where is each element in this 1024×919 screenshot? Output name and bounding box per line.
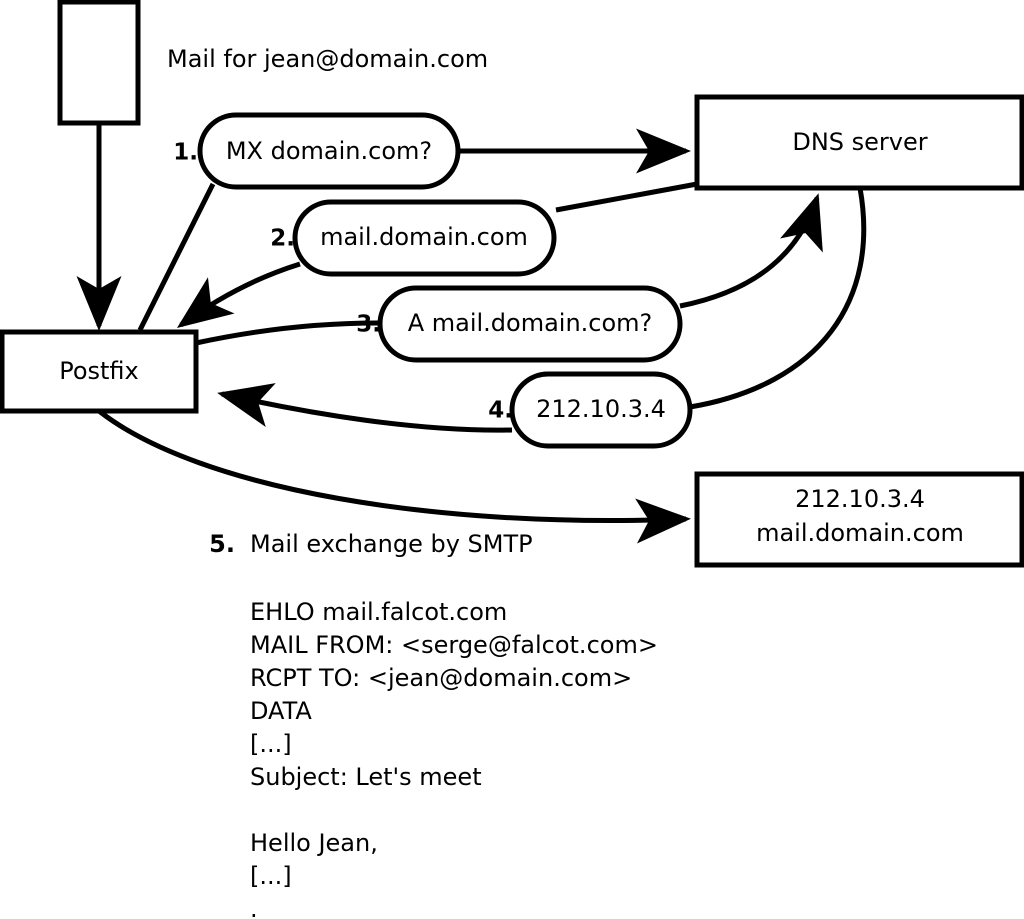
node-postfix: Postfix xyxy=(0,329,199,414)
step-1-label: MX domain.com? xyxy=(226,137,432,165)
edge-step3-to-dns xyxy=(679,193,823,309)
smtp-transcript-line: DATA xyxy=(250,697,312,725)
step-2-label: mail.domain.com xyxy=(320,223,528,251)
edge-dns-to-step4 xyxy=(689,187,867,410)
step-bubble-3: 3. A mail.domain.com? xyxy=(356,285,683,363)
step-2-number: 2. xyxy=(270,226,295,252)
edge-dns-to-step2 xyxy=(555,181,698,213)
smtp-transcript-line: [...] xyxy=(250,730,292,758)
step-5-number: 5. xyxy=(209,530,235,558)
smtp-transcript-line: [...] xyxy=(250,862,292,890)
step-3-number: 3. xyxy=(356,312,381,338)
node-target-ip: 212.10.3.4 xyxy=(795,485,925,513)
edge-postfix-to-target xyxy=(97,409,691,544)
smtp-transcript-line: RCPT TO: <jean@domain.com> xyxy=(250,664,632,692)
smtp-transcript-line: EHLO mail.falcot.com xyxy=(250,598,507,626)
step-bubble-4: 4. 212.10.3.4 xyxy=(488,371,693,449)
step-3-label: A mail.domain.com? xyxy=(408,309,653,337)
node-target-mailserver: 212.10.3.4 mail.domain.com xyxy=(694,471,1024,568)
node-client-box xyxy=(57,0,141,126)
edge-postfix-to-step1 xyxy=(137,182,216,332)
step-4-number: 4. xyxy=(488,398,513,424)
edge-postfix-to-step3 xyxy=(195,320,379,346)
step-bubble-1: 1. MX domain.com? xyxy=(173,112,461,190)
step-1-number: 1. xyxy=(173,140,198,166)
smtp-transcript-line: . xyxy=(250,895,258,919)
step-bubble-2: 2. mail.domain.com xyxy=(270,199,557,277)
mail-for-caption: Mail for jean@domain.com xyxy=(167,45,488,73)
edge-step4-to-postfix xyxy=(217,383,513,433)
step-5-label: Mail exchange by SMTP xyxy=(250,530,533,558)
edge-step2-to-postfix xyxy=(176,261,301,328)
smtp-transcript-line: MAIL FROM: <serge@falcot.com> xyxy=(250,631,658,659)
node-dns-server: DNS server xyxy=(694,94,1024,191)
step-4-label: 212.10.3.4 xyxy=(536,395,666,423)
node-dns-server-label: DNS server xyxy=(792,128,927,156)
node-postfix-label: Postfix xyxy=(59,357,139,385)
smtp-transcript-line: Hello Jean, xyxy=(250,829,378,857)
node-target-hostname: mail.domain.com xyxy=(756,519,964,547)
smtp-transcript-line: Subject: Let's meet xyxy=(250,763,482,791)
